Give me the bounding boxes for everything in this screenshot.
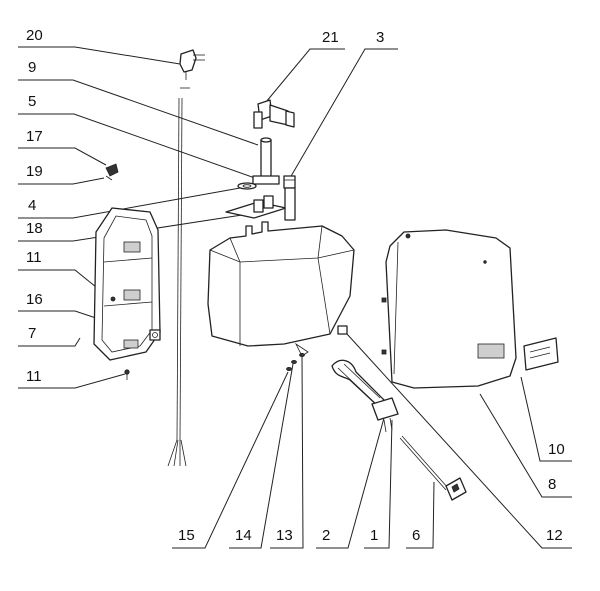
- callout-21-label: 21: [322, 29, 339, 46]
- callout-6-label: 6: [412, 527, 420, 544]
- callout-12-label: 12: [546, 527, 563, 544]
- callout-11-bottom: 11: [18, 368, 126, 389]
- callout-10: 10: [520, 376, 572, 462]
- heating-element: [331, 359, 385, 409]
- outer-casing: [381, 229, 517, 389]
- callout-6: 6: [406, 481, 435, 549]
- nut: [291, 359, 297, 364]
- power-cord: [167, 97, 187, 467]
- callout-19: 19: [18, 163, 105, 185]
- callout-19-label: 19: [26, 163, 43, 180]
- callout-10-label: 10: [548, 441, 565, 458]
- thermostat: [149, 329, 161, 341]
- callout-17: 17: [18, 128, 107, 166]
- callout-15-label: 15: [178, 527, 195, 544]
- callout-9-label: 9: [28, 59, 36, 76]
- clip: [105, 163, 119, 181]
- pipe-flange: [252, 175, 280, 185]
- nameplate: [523, 337, 559, 371]
- inlet-pipe: [283, 175, 296, 221]
- screw-top: [110, 296, 116, 302]
- callout-4: 4: [18, 187, 241, 219]
- gasket-ring: [237, 182, 257, 190]
- temperature-sensor: [399, 435, 467, 501]
- callout-4-label: 4: [28, 197, 36, 214]
- water-tank: [207, 221, 355, 357]
- drain-fitting: [337, 325, 348, 335]
- callout-8: 8: [479, 393, 572, 498]
- callout-5: 5: [18, 93, 256, 179]
- callout-15: 15: [172, 371, 289, 549]
- callout-1-label: 1: [370, 527, 378, 544]
- callout-20-label: 20: [26, 27, 43, 44]
- callout-2: 2: [316, 417, 385, 549]
- callout-1: 1: [364, 419, 393, 549]
- callout-11-top-label: 11: [26, 249, 42, 266]
- callout-5-label: 5: [28, 93, 36, 110]
- washer: [286, 366, 292, 371]
- callout-18: 18: [18, 214, 243, 242]
- callout-11-bottom-label: 11: [26, 368, 42, 385]
- bolt: [299, 352, 305, 357]
- callout-21: 21: [265, 29, 345, 103]
- callout-3: 3: [289, 29, 398, 179]
- screw-bottom: [124, 369, 130, 380]
- callout-7-label: 7: [28, 325, 36, 342]
- power-plug: [179, 49, 205, 89]
- callout-9: 9: [18, 59, 259, 146]
- safety-valve: [253, 99, 295, 129]
- callout-2-label: 2: [322, 527, 330, 544]
- mounting-plate: [225, 195, 287, 219]
- callout-14: 14: [229, 363, 294, 549]
- callout-8-label: 8: [548, 476, 556, 493]
- callout-12: 12: [346, 333, 572, 549]
- callout-13: 13: [270, 355, 304, 549]
- callout-18-label: 18: [26, 220, 43, 237]
- callout-14-label: 14: [235, 527, 252, 544]
- element-flange: [371, 397, 399, 433]
- callout-3-label: 3: [376, 29, 384, 46]
- callout-7: 7: [18, 325, 81, 347]
- callout-17-label: 17: [26, 128, 43, 145]
- callout-16-label: 16: [26, 291, 43, 308]
- callout-13-label: 13: [276, 527, 293, 544]
- callout-20: 20: [18, 27, 181, 65]
